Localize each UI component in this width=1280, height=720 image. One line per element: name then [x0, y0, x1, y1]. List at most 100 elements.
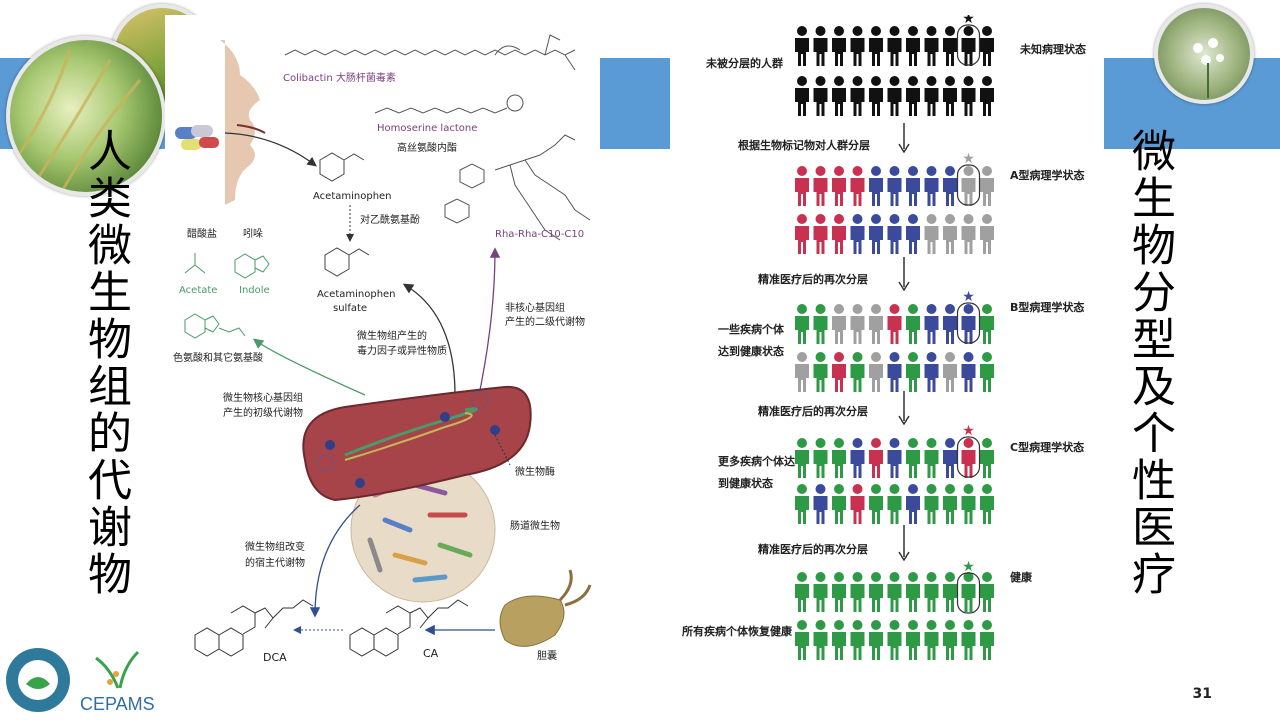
- star-icon: ★: [962, 289, 975, 305]
- face-silhouette: [220, 40, 260, 205]
- person-icon: [961, 166, 976, 206]
- label-indole: Indole: [239, 285, 270, 296]
- person-icon: [850, 352, 865, 392]
- person-icon: [943, 352, 957, 392]
- person-icon: [980, 620, 994, 660]
- person-icon: [887, 214, 902, 254]
- person-icon: [850, 166, 865, 206]
- person-icon: [906, 304, 920, 344]
- label-acetaminophen-cn: 对乙酰氨基酚: [360, 215, 420, 226]
- label-gut-microbe: 肠道微生物: [510, 521, 560, 532]
- label-indole-cn: 吲哚: [243, 229, 263, 240]
- person-icon: [943, 76, 957, 116]
- label-more-healthy-1: 更多疾病个体达: [718, 455, 795, 468]
- highlight-bracket: [956, 436, 981, 478]
- person-icon: [980, 484, 994, 524]
- star-icon: ★: [962, 423, 975, 439]
- person-icon: [832, 438, 846, 478]
- person-icon: [869, 438, 883, 478]
- person-icon: [906, 214, 920, 254]
- person-icon: [961, 76, 976, 116]
- label-host-1: 微生物组改变: [245, 542, 305, 553]
- person-icon: [795, 166, 809, 206]
- dca-structure: [194, 599, 314, 657]
- person-icon: [924, 620, 939, 660]
- person-icon: [980, 26, 994, 66]
- person-icon: [924, 352, 939, 392]
- label-some-healthy-2: 达到健康状态: [718, 345, 784, 358]
- label-healthy: 健康: [1010, 571, 1032, 584]
- label-acetaminophen: Acetaminophen: [313, 191, 392, 202]
- person-icon: [850, 214, 865, 254]
- person-icon: [961, 484, 976, 524]
- person-icon: [813, 304, 828, 344]
- person-icon: [924, 304, 939, 344]
- star-icon: ★: [962, 151, 975, 167]
- person-icon: [832, 620, 846, 660]
- person-icon: [961, 304, 976, 344]
- flower-photo: [1154, 4, 1254, 104]
- person-icon: [906, 76, 920, 116]
- highlight-bracket: [956, 24, 981, 66]
- label-host-2: 的宿主代谢物: [245, 558, 305, 569]
- label-toxin-2: 毒力因子或异性物质: [357, 346, 447, 357]
- person-icon: [813, 438, 828, 478]
- label-homoserine: Homoserine lactone: [377, 123, 478, 134]
- label-acetate-cn: 醋酸盐: [187, 229, 217, 240]
- cepams-logo: CEPAMS: [80, 648, 164, 716]
- person-icon: [887, 620, 902, 660]
- person-icon: [961, 620, 976, 660]
- person-icon: [980, 214, 994, 254]
- person-icon: [869, 484, 883, 524]
- label-core-2: 产生的初级代谢物: [223, 408, 303, 419]
- label-acetate: Acetate: [179, 285, 218, 296]
- stratification-figure: ★★★★★ 未被分层的人群 未知病理状态 根据生物标记物对人群分层 A型病理学状…: [672, 15, 1102, 665]
- person-icon: [961, 352, 976, 392]
- person-icon: [943, 166, 957, 206]
- wheat-photo: [6, 36, 166, 196]
- institute-seal-logo: [6, 648, 70, 712]
- person-icon: [869, 76, 883, 116]
- acetate-structure: [184, 253, 206, 274]
- person-icon: [850, 620, 865, 660]
- person-icon: [795, 620, 809, 660]
- person-icon: [832, 484, 846, 524]
- person-icon: [887, 26, 902, 66]
- person-icon: [795, 352, 809, 392]
- person-icon: [924, 438, 939, 478]
- person-icon: [961, 26, 976, 66]
- pills-icon: [175, 125, 219, 150]
- person-icon: [795, 76, 809, 116]
- person-icon: [869, 304, 883, 344]
- person-icon: [906, 352, 920, 392]
- person-icon: [869, 166, 883, 206]
- person-icon: [850, 304, 865, 344]
- colibactin-structure: [284, 49, 576, 56]
- person-icon: [924, 484, 939, 524]
- acetaminophen-sulfate-structure: [324, 247, 370, 277]
- person-icon: [850, 26, 865, 66]
- indole-structure: [234, 253, 270, 279]
- person-icon: [906, 438, 920, 478]
- page-number: 31: [1192, 686, 1212, 702]
- label-unknown-state: 未知病理状态: [1020, 43, 1086, 56]
- label-core-1: 微生物核心基因组: [223, 393, 303, 404]
- cepams-logo-text: CEPAMS: [80, 694, 155, 714]
- highlight-bracket: [956, 302, 981, 344]
- person-icon: [832, 166, 846, 206]
- person-icon: [924, 166, 939, 206]
- person-icon: [887, 304, 902, 344]
- left-title: 人类微生物组的代谢物: [80, 128, 131, 598]
- down-arrow-icon: [898, 257, 910, 292]
- person-icon: [795, 26, 809, 66]
- label-noncore-1: 非核心基因组: [505, 303, 565, 314]
- person-icon: [943, 484, 957, 524]
- person-icon: [887, 166, 902, 206]
- label-dca: DCA: [263, 651, 287, 664]
- down-arrow-icon: [898, 123, 910, 154]
- metabolite-figure: Colibactin 大肠杆菌毒素 Homoserine lactone 高丝氨…: [165, 15, 600, 665]
- person-icon: [795, 304, 809, 344]
- label-state-a: A型病理学状态: [1010, 169, 1085, 182]
- label-colibactin: Colibactin 大肠杆菌毒素: [283, 73, 396, 84]
- label-homoserine-cn: 高丝氨酸内酯: [397, 143, 457, 154]
